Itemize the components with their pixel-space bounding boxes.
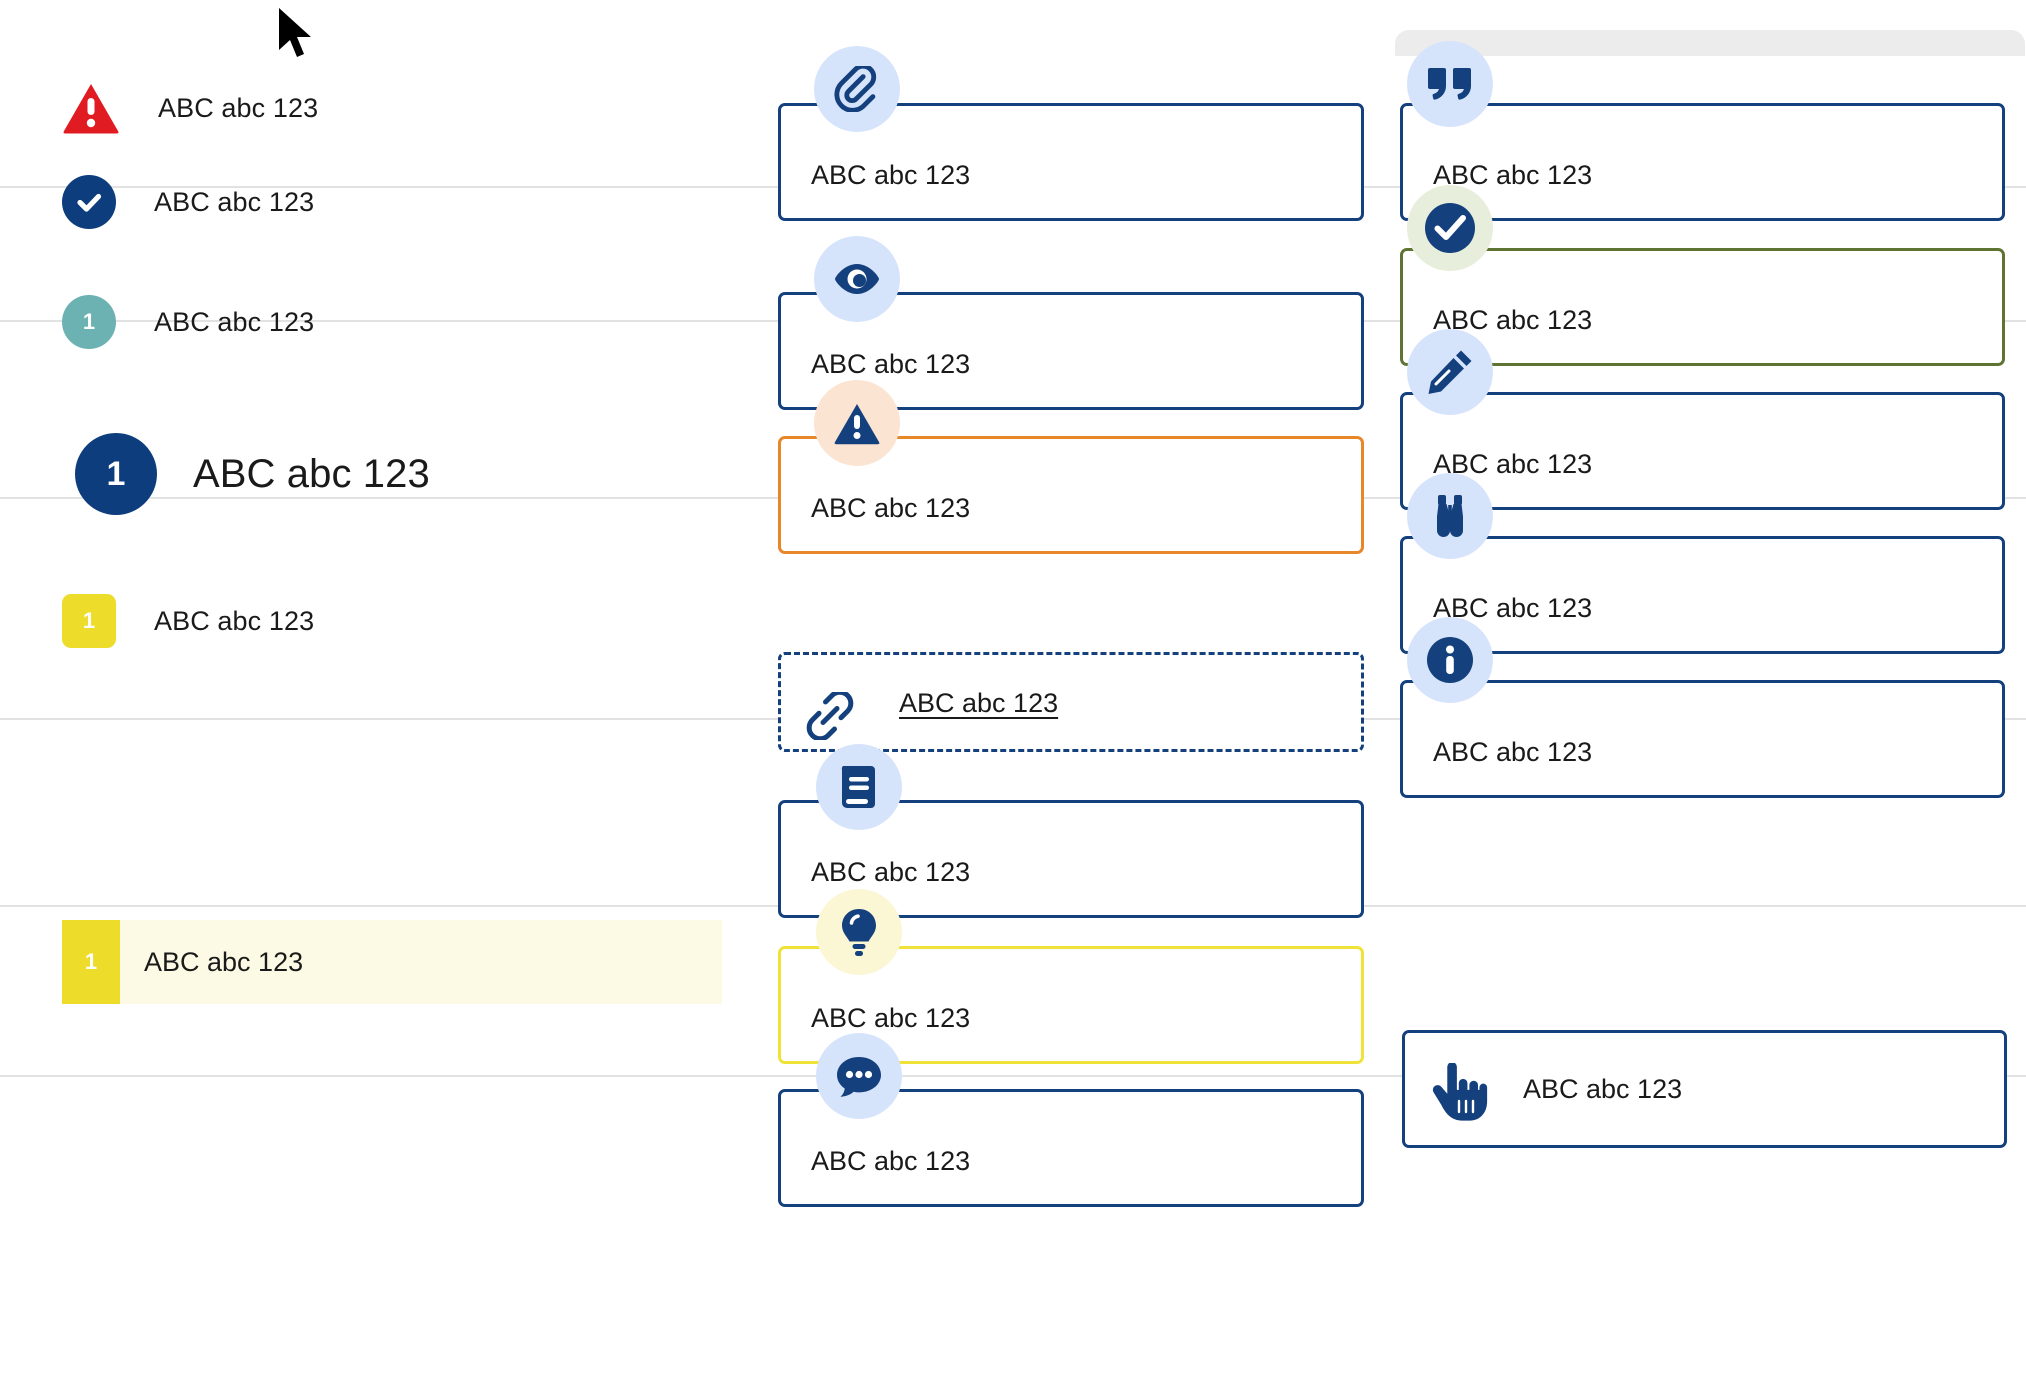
info-circle-icon [1407, 617, 1493, 703]
list-item-label: ABC abc 123 [193, 451, 430, 496]
list-item-label: ABC abc 123 [158, 92, 319, 123]
paperclip-icon [814, 46, 900, 132]
number-badge-teal: 1 [62, 295, 116, 349]
list-item[interactable]: 1 ABC abc 123 [62, 594, 314, 648]
card-label: ABC abc 123 [899, 688, 1059, 718]
check-circle-icon [1407, 185, 1493, 271]
background-panel-edge [1395, 30, 2025, 56]
card-edit[interactable]: ABC abc 123 [1400, 392, 2005, 510]
list-item-featured[interactable]: 1 ABC abc 123 [75, 433, 430, 515]
card-label: ABC abc 123 [811, 857, 971, 887]
number-badge-yellow: 1 [62, 594, 116, 648]
card-label: ABC abc 123 [1433, 160, 1593, 190]
card-label: ABC abc 123 [811, 1003, 971, 1033]
eye-icon [814, 236, 900, 322]
list-item-label: ABC abc 123 [154, 186, 315, 217]
badge-number: 1 [82, 309, 96, 334]
card-label: ABC abc 123 [1523, 1074, 1683, 1104]
warning-triangle-icon [62, 82, 120, 134]
pencil-icon [1407, 329, 1493, 415]
card-label: ABC abc 123 [811, 349, 971, 379]
card-action[interactable]: ABC abc 123 [1402, 1030, 2007, 1148]
badge-number: 1 [82, 608, 96, 633]
card-label: ABC abc 123 [811, 160, 971, 190]
check-circle-icon [62, 175, 116, 229]
list-item-label: ABC abc 123 [144, 946, 304, 977]
quote-icon [1407, 41, 1493, 127]
card-label: ABC abc 123 [1433, 737, 1593, 767]
link-icon [803, 689, 857, 745]
list-item-selected[interactable]: 1 ABC abc 123 [62, 920, 722, 1004]
card-label: ABC abc 123 [811, 493, 971, 523]
speech-bubble-icon [816, 1033, 902, 1119]
background-panel-inner [1415, 0, 2005, 22]
list-item-label: ABC abc 123 [154, 605, 315, 636]
binoculars-icon [1407, 473, 1493, 559]
badge-number: 1 [106, 454, 126, 493]
card-info[interactable]: ABC abc 123 [1400, 680, 2005, 798]
list-item[interactable]: ABC abc 123 [62, 175, 314, 229]
list-item[interactable]: ABC abc 123 [62, 82, 318, 134]
row-separator [0, 1075, 2026, 1077]
left-list: ABC abc 123 ABC abc 123 1 ABC abc 123 1 … [0, 0, 760, 1392]
card-explore[interactable]: ABC abc 123 [1400, 536, 2005, 654]
warning-triangle-icon [814, 380, 900, 466]
number-badge-navy-large: 1 [75, 433, 157, 515]
card-link[interactable]: ABC abc 123 [778, 652, 1364, 752]
card-quote[interactable]: ABC abc 123 [1400, 103, 2005, 221]
list-item[interactable]: 1 ABC abc 123 [62, 295, 314, 349]
list-item-label: ABC abc 123 [154, 306, 315, 337]
badge-number: 1 [84, 949, 98, 974]
number-badge-yellow-bar: 1 [62, 920, 120, 1004]
pointing-hand-icon [1432, 1062, 1488, 1130]
card-warning[interactable]: ABC abc 123 [778, 436, 1364, 554]
lightbulb-icon [816, 889, 902, 975]
mouse-pointer [276, 6, 318, 67]
card-label: ABC abc 123 [811, 1146, 971, 1176]
card-success[interactable]: ABC abc 123 [1400, 248, 2005, 366]
book-icon [816, 744, 902, 830]
